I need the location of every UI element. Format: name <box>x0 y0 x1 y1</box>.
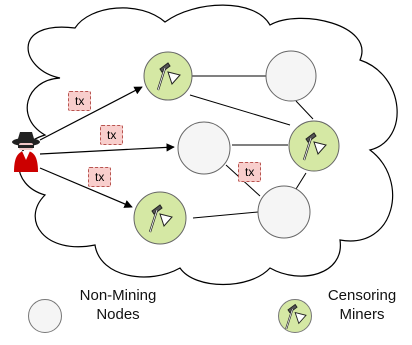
tx-label: tx <box>238 162 262 182</box>
legend-censoring-swatch <box>278 299 312 333</box>
spy-icon <box>12 132 40 172</box>
legend-censoring-line2: Miners <box>339 306 385 323</box>
legend-censoring-line1: Censoring <box>327 287 397 304</box>
legend-non-mining-label: Non-Mining Nodes <box>70 286 166 324</box>
non-mining-node <box>257 185 311 239</box>
non-mining-node <box>177 121 231 175</box>
pickaxe-flag-icon <box>285 303 307 330</box>
tx-label: tx <box>100 125 124 145</box>
legend-non-mining-line1: Non-Mining <box>79 287 157 304</box>
non-mining-node <box>265 50 317 102</box>
legend-non-mining-line2: Nodes <box>96 306 140 323</box>
censoring-miner-node <box>133 191 187 245</box>
tx-label: tx <box>68 91 92 111</box>
broadcast-arrows <box>39 86 175 208</box>
censoring-miner-node <box>143 51 193 101</box>
censoring-miner-node <box>288 120 340 172</box>
legend-censoring-label: Censoring Miners <box>322 286 402 324</box>
network-edges <box>189 75 314 219</box>
tx-label: tx <box>88 167 112 187</box>
legend-non-mining-swatch <box>28 299 62 333</box>
